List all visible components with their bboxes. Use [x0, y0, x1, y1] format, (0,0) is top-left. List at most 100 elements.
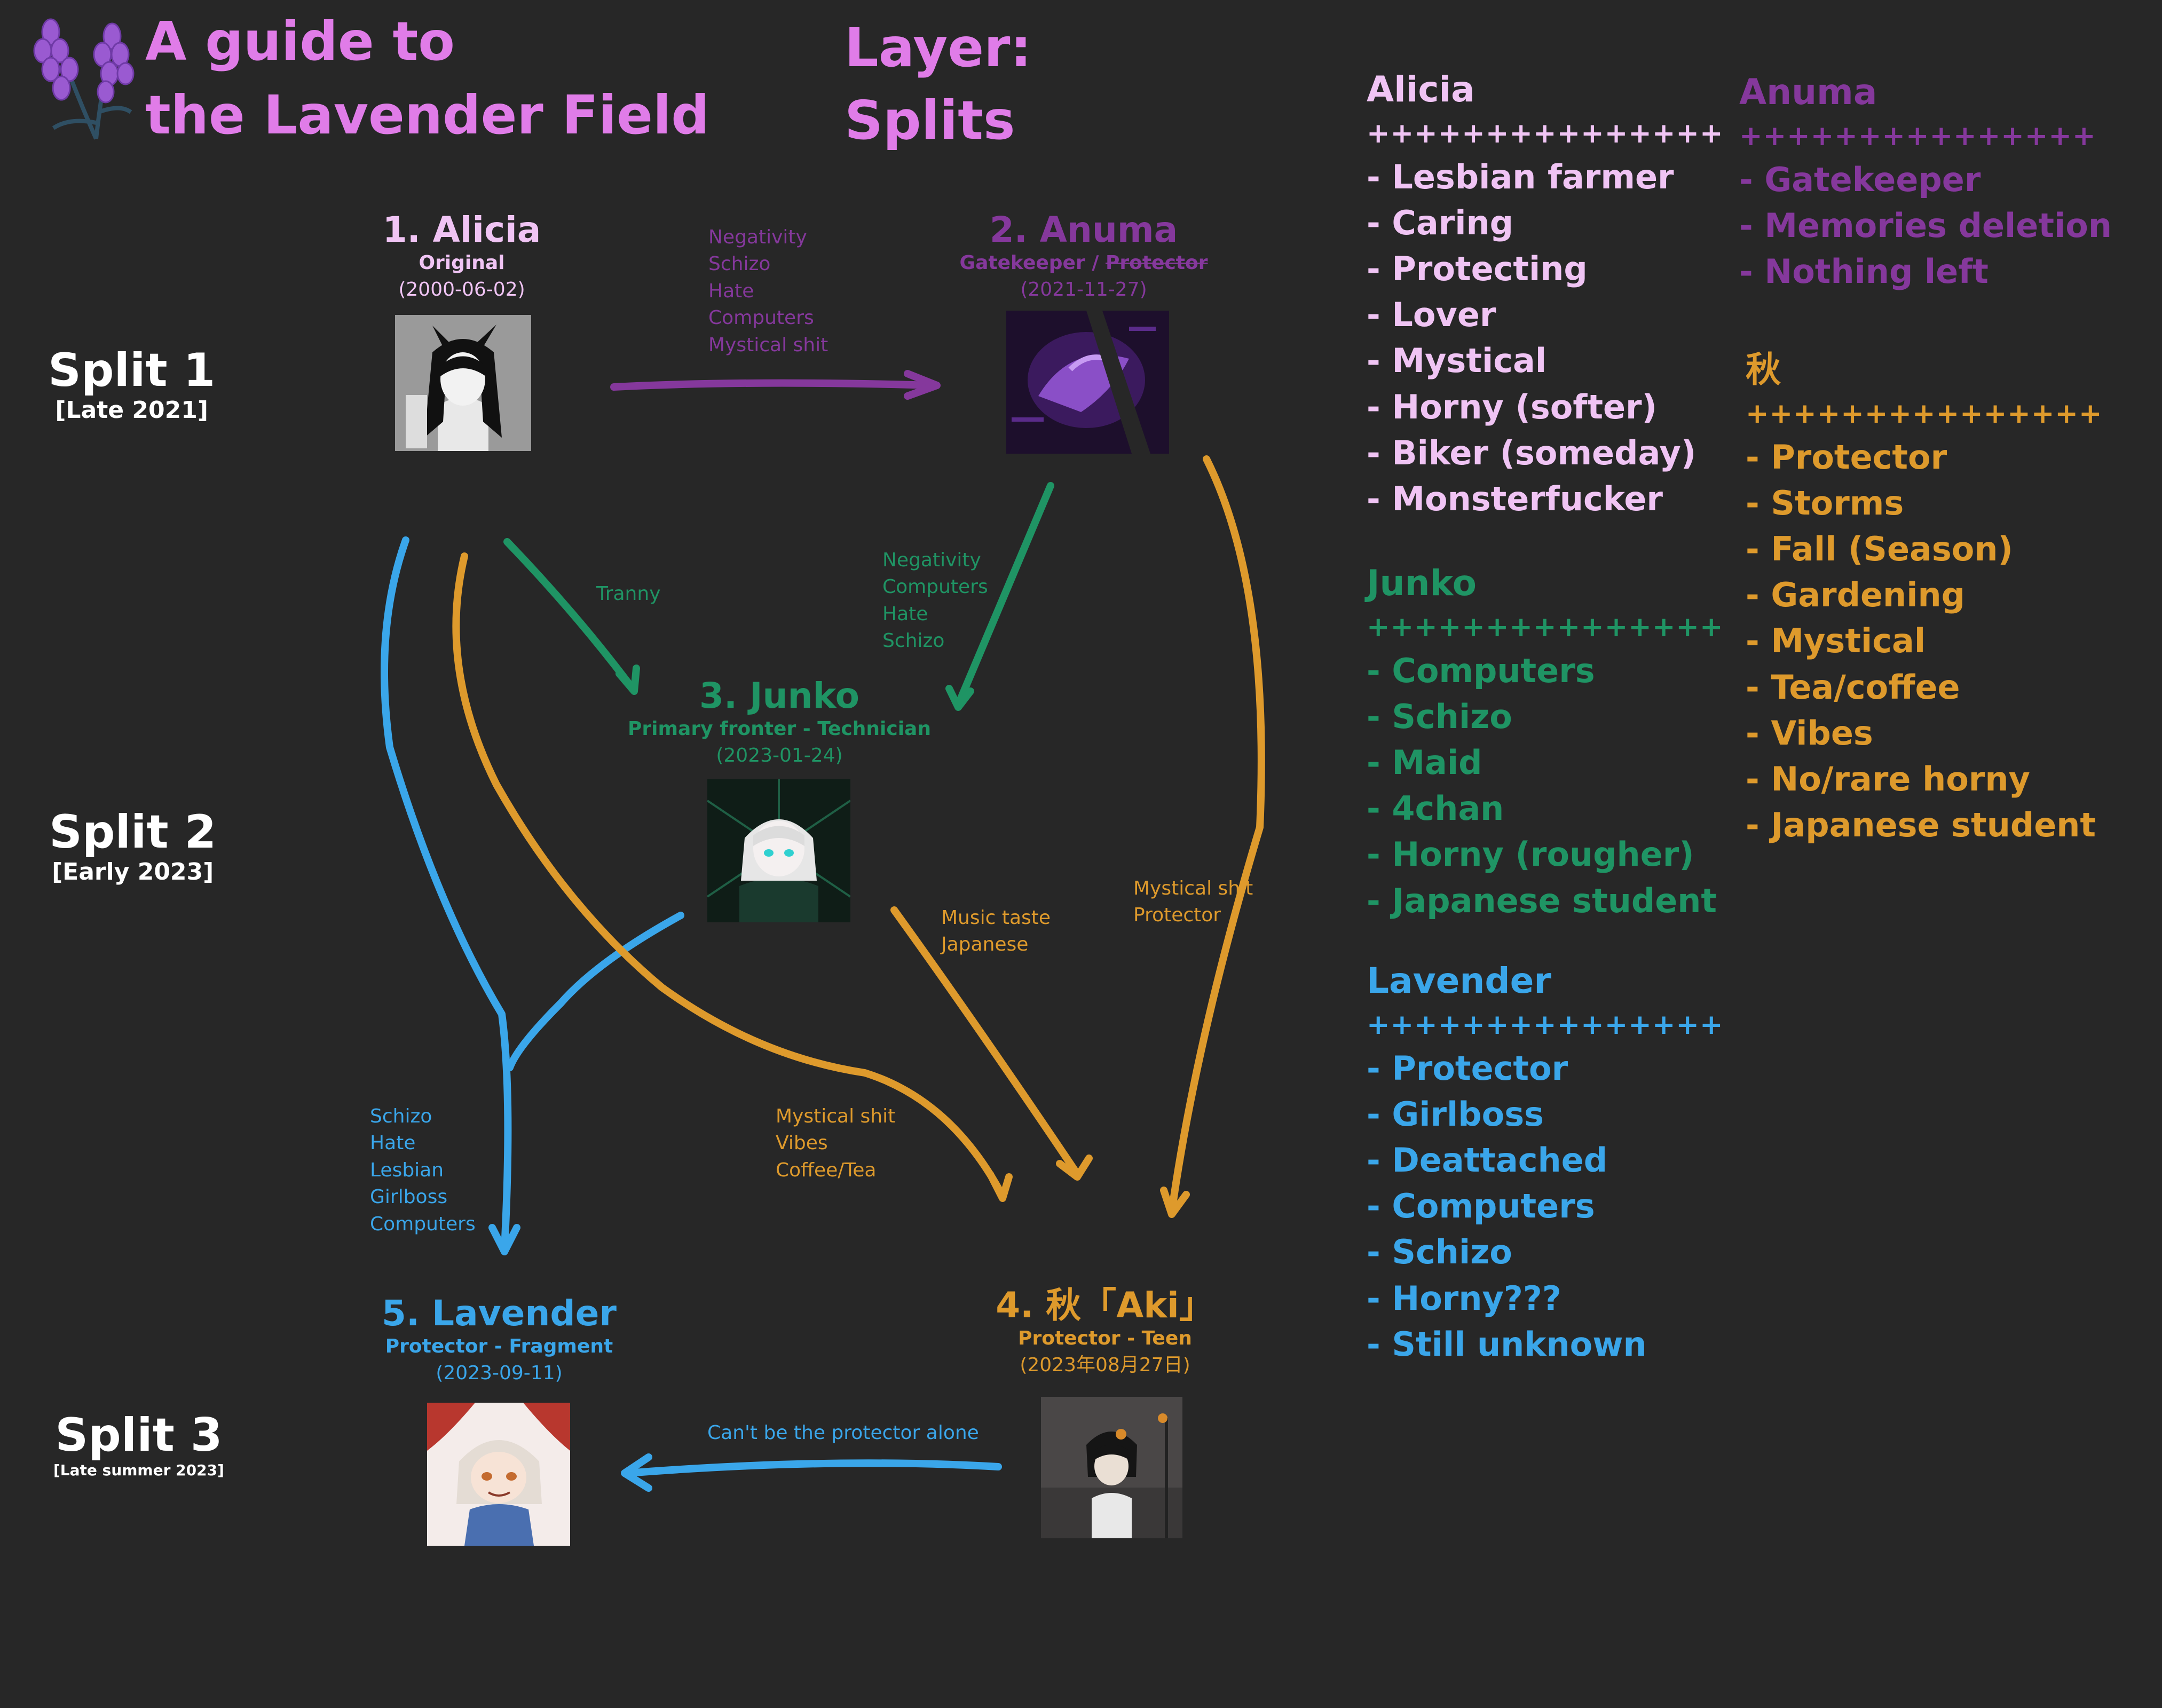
node-alicia-name: 1. Alicia — [382, 209, 541, 250]
traits-aki: 秋 +++++++++++++++ - Protector - Storms -… — [1746, 347, 2103, 848]
traits-alicia-item: - Lover — [1367, 295, 1496, 335]
traits-alicia-item: - Lesbian farmer — [1367, 157, 1674, 196]
split-1-name: Split 1 — [48, 344, 216, 397]
edge-label-item: Mystical shit — [1133, 877, 1253, 899]
traits-junko: Junko +++++++++++++++ - Computers - Schi… — [1367, 560, 1724, 924]
node-junko-date: (2023-01-24) — [716, 744, 843, 766]
traits-lavender-item: - Deattached — [1367, 1141, 1608, 1180]
traits-lavender-item: - Horny??? — [1367, 1278, 1561, 1318]
edge-label-item: Mystical shit — [776, 1105, 896, 1127]
node-anuma: 2. Anuma Gatekeeper / Protector (2021-11… — [959, 209, 1208, 303]
arrow-junko-to-lavender — [506, 912, 684, 1071]
traits-alicia-item: - Protecting — [1367, 249, 1588, 289]
split-2-when: [Early 2023] — [52, 858, 214, 885]
traits-lavender: Lavender +++++++++++++++ - Protector - G… — [1367, 958, 1724, 1367]
edge-label-item: Lesbian — [370, 1159, 444, 1181]
edge-label-item: Hate — [882, 603, 928, 625]
node-alicia: 1. Alicia Original (2000-06-02) — [382, 209, 541, 303]
arrowhead-junko-to-aki — [1056, 1155, 1093, 1181]
arrowhead-alicia-to-aki — [987, 1171, 1013, 1202]
traits-junko-item: - Computers — [1367, 651, 1595, 690]
edge-label-item: Tranny — [596, 583, 661, 605]
traits-aki-item: - Protector — [1746, 437, 1947, 477]
anuma-avatar — [1006, 311, 1169, 454]
traits-junko-heading: Junko — [1367, 563, 1477, 604]
arrow-alicia-to-anuma — [610, 379, 938, 391]
traits-junko-item: - Maid — [1367, 743, 1482, 782]
arrow-junko-to-aki — [890, 906, 1079, 1175]
page-title-line-2: the Lavender Field — [145, 84, 709, 146]
split-2-label: Split 2 [Early 2023] — [49, 806, 216, 885]
traits-anuma: Anuma +++++++++++++++ - Gatekeeper - Mem… — [1739, 69, 2112, 295]
traits-lavender-item: - Schizo — [1367, 1232, 1512, 1272]
edge-label-item: Schizo — [708, 253, 771, 275]
traits-junko-item: - Japanese student — [1367, 881, 1717, 920]
traits-lavender-item: - Girlboss — [1367, 1094, 1544, 1134]
edge-label-item: Girlboss — [370, 1186, 448, 1208]
edge-label-item: Vibes — [776, 1132, 828, 1155]
edge-label-alicia-aki: Mystical shit Vibes Coffee/Tea — [776, 1103, 895, 1184]
layer-title-line-2: Splits — [845, 89, 1015, 152]
traits-aki-heading: 秋 — [1746, 349, 1781, 390]
traits-junko-item: - Schizo — [1367, 697, 1512, 736]
edge-label-item: Coffee/Tea — [776, 1159, 877, 1181]
edge-label-item: Negativity — [708, 226, 807, 248]
traits-lavender-item: - Computers — [1367, 1187, 1595, 1226]
edge-label-item: Computers — [708, 307, 814, 329]
arrowhead-anuma-to-junko — [945, 685, 974, 711]
traits-aki-separator: +++++++++++++++ — [1746, 397, 2103, 430]
page-title-line-1: A guide to — [145, 10, 455, 73]
split-3-name: Split 3 — [55, 1409, 223, 1462]
traits-lavender-item: - Protector — [1367, 1048, 1568, 1088]
aki-avatar — [1041, 1397, 1182, 1538]
traits-alicia-separator: +++++++++++++++ — [1367, 117, 1724, 149]
traits-alicia-item: - Caring — [1367, 203, 1514, 242]
arrowhead-to-lavender — [488, 1224, 520, 1255]
alicia-avatar — [395, 315, 531, 451]
node-lavender-name: 5. Lavender — [382, 1293, 617, 1334]
traits-aki-item: - Vibes — [1746, 713, 1873, 753]
junko-avatar — [707, 779, 850, 922]
edge-label-item: Japanese — [941, 934, 1029, 956]
node-alicia-date: (2000-06-02) — [398, 278, 525, 301]
node-aki-role: Protector - Teen — [1018, 1327, 1192, 1349]
arrow-anuma-to-aki — [1168, 455, 1265, 1215]
node-anuma-date: (2021-11-27) — [1020, 278, 1147, 301]
edge-label-item: Mystical shit — [708, 334, 828, 356]
arrow-alicia-to-lavender — [381, 536, 512, 1253]
arrow-aki-to-lavender — [624, 1459, 1002, 1477]
traits-anuma-separator: +++++++++++++++ — [1739, 120, 2096, 152]
node-aki: 4. 秋「Aki」 Protector - Teen (2023年08月27日) — [996, 1286, 1214, 1379]
edge-label-item: Schizo — [882, 630, 945, 652]
traits-anuma-item: - Nothing left — [1739, 252, 1989, 291]
traits-aki-item: - Fall (Season) — [1746, 529, 2013, 569]
traits-alicia: Alicia +++++++++++++++ - Lesbian farmer … — [1367, 67, 1724, 522]
edge-label-item: Hate — [370, 1132, 416, 1155]
lavender-avatar — [427, 1403, 570, 1546]
traits-alicia-item: - Mystical — [1367, 341, 1547, 381]
node-anuma-role-protector-struck: Protector — [1105, 251, 1208, 274]
edge-label-item: Computers — [370, 1213, 476, 1235]
traits-alicia-heading: Alicia — [1367, 69, 1475, 110]
lavender-sprig-icon — [33, 18, 135, 140]
traits-junko-item: - 4chan — [1367, 789, 1504, 828]
edge-label-item: Music taste — [941, 907, 1051, 929]
traits-anuma-heading: Anuma — [1739, 72, 1877, 113]
split-1-when: [Late 2021] — [55, 396, 208, 424]
edge-label-aki-lavender: Can't be the protector alone — [707, 1420, 979, 1446]
split-1-label: Split 1 [Late 2021] — [48, 344, 215, 424]
node-anuma-name: 2. Anuma — [989, 209, 1178, 250]
node-lavender: 5. Lavender Protector - Fragment (2023-0… — [382, 1294, 617, 1387]
edge-label-alicia-junko: Tranny — [596, 581, 661, 607]
node-aki-name: 4. 秋「Aki」 — [996, 1285, 1214, 1326]
node-junko-name: 3. Junko — [699, 675, 859, 716]
node-anuma-role-gatekeeper: Gatekeeper / — [959, 251, 1106, 274]
edge-label-anuma-aki: Mystical shit Protector — [1133, 875, 1253, 929]
traits-alicia-item: - Biker (someday) — [1367, 433, 1697, 472]
arrowhead-anuma-to-aki — [1160, 1187, 1190, 1218]
arrowhead-alicia-to-anuma — [904, 370, 941, 400]
node-lavender-date: (2023-09-11) — [436, 1362, 563, 1384]
traits-lavender-item: - Still unknown — [1367, 1324, 1647, 1364]
node-junko: 3. Junko Primary fronter - Technician (2… — [628, 675, 931, 769]
